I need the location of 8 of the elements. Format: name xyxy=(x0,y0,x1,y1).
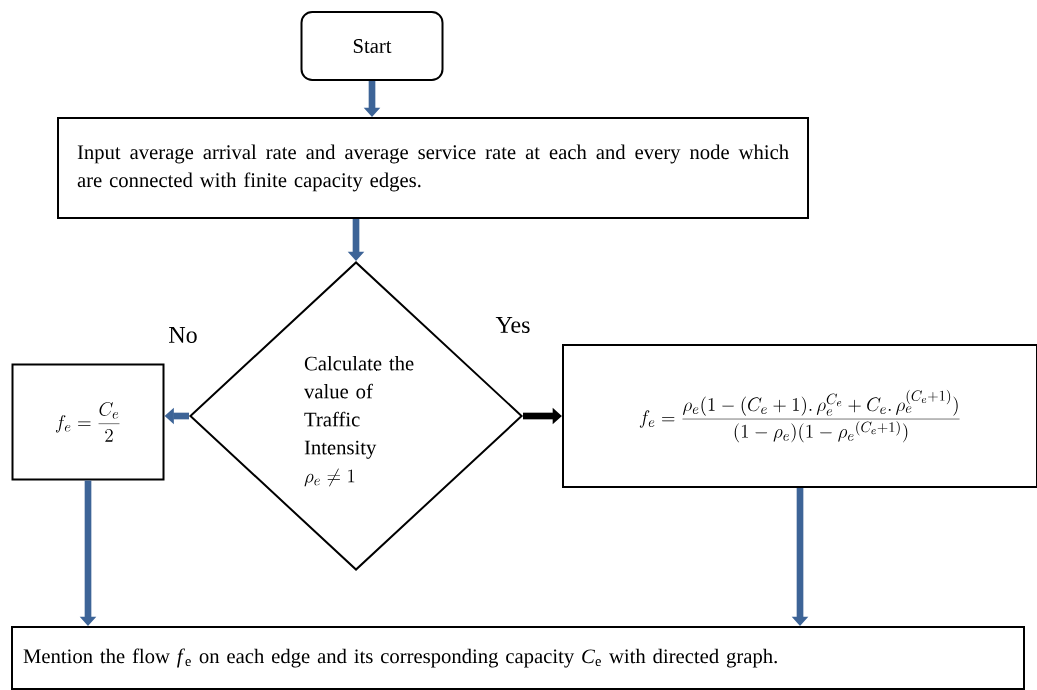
process-box: $f_e = \frac{\rho_e(1-(C_e+1).\,\rho_e^{C_e} + C_e.\,\rho_e^{(C_e+1)})}{(1-\rho_e)(1-{\rho_e}^{(C_e+1)})}$ xyxy=(562,344,1037,488)
decision-text: Calculate the value of Traffic Intensity $\rho_e \neq 1$ xyxy=(304,355,414,487)
edge-label: Yes xyxy=(494,315,532,335)
process-box: Mention the flow f$_{e}$ on each edge and its corresponding capacity C$_{e}$ with directed graph. xyxy=(11,626,1025,690)
start-terminal: Start xyxy=(300,11,444,81)
process-box: $f_e = \frac{C_e}{2}$ xyxy=(11,363,165,481)
edge-label: No xyxy=(167,325,199,345)
process-box: Input average arrival rate and average service rate at each and every node which are connected with finite capacity edges. xyxy=(57,117,809,219)
